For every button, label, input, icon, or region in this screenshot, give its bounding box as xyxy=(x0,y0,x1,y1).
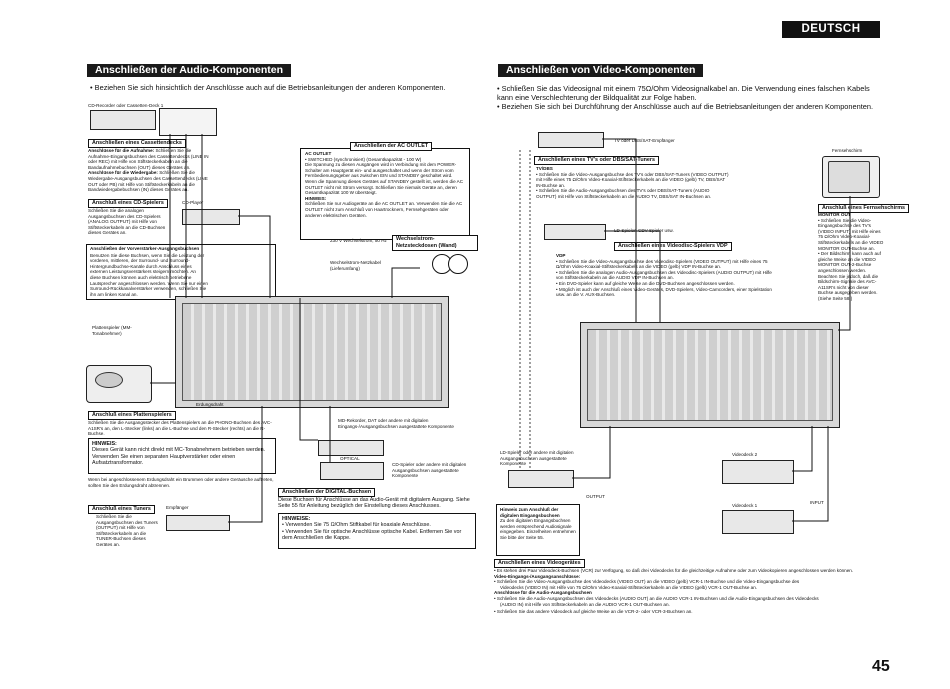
turntable-hinweis-box: HINWEIS: Dieses Gerät kann nicht direkt … xyxy=(88,438,276,474)
hum-text: Wenn bei angeschlossenem Erdungsdraht ei… xyxy=(88,477,274,488)
right-section-title: Anschließen von Video-Komponenten xyxy=(498,64,704,77)
ld-player-device xyxy=(544,224,606,240)
cd-device-caption: CD-Player xyxy=(182,200,204,205)
monitor-label: Anschluß eines Fernsehschirms xyxy=(818,204,909,213)
tv-text: TV/DBS • Schließen Sie die Video-Ausgang… xyxy=(536,166,729,199)
vdp-text: VDP • Schließen Sie die Video-Ausgangsbu… xyxy=(556,253,772,298)
digital-label: Anschließen der DIGITAL-Buchsen xyxy=(278,488,376,497)
monitor-text: MONITOR OUT • Schließen Sie die Video-Ei… xyxy=(818,212,884,301)
ac-outlet-label: Anschließen der AC OUTLET xyxy=(350,142,433,151)
vdp-label: Anschließen eines Videodisc-Spielers VDP xyxy=(614,242,732,251)
turntable-caption: Plattenspieler (MM-Tonabnehmer) xyxy=(92,325,132,336)
ac-outlet-box: AC OUTLET • SWITCHED (synchronisiert) (G… xyxy=(300,148,470,240)
ld-digital-device xyxy=(508,470,574,488)
vcr-input-label: INPUT xyxy=(810,500,824,505)
digital-hint-box: Hinweis zum Anschluß der digitalen Einga… xyxy=(496,504,580,556)
vcr-label: Anschließen eines Videogerätes xyxy=(494,559,585,568)
cassette-label: Anschließen eines Cassettendecks xyxy=(88,139,186,148)
cd-label: Anschluß eines CD-Spielers xyxy=(88,199,168,208)
cassette-text: Anschlüsse für die Aufnahme: Schließen S… xyxy=(88,148,209,193)
digital-hinweise-box: HINWEISE: • Verwenden Sie 75 Ω/Ohm Stift… xyxy=(278,513,476,549)
preamp-box: Anschließen der Vorverstärker-Ausgangsbu… xyxy=(86,244,276,300)
right-bullets: • Schließen Sie das Videosignal mit eine… xyxy=(497,84,874,111)
left-section-title: Anschließen der Audio-Komponenten xyxy=(87,64,292,77)
language-tab: DEUTSCH xyxy=(782,21,880,38)
turntable-label: Anschluß eines Plattenspielers xyxy=(88,411,176,420)
cd-text: Schließen Sie die analogen Ausgangsbuchs… xyxy=(88,208,166,236)
vcr2-caption: Videodeck 2 xyxy=(732,452,758,457)
tuner-device-caption: Empfänger xyxy=(166,505,189,510)
ground-caption: Erdungsdraht xyxy=(196,402,224,407)
cassette-deck-device xyxy=(90,110,156,130)
cd-player-device xyxy=(182,209,240,225)
turntable-text: Schließen Sie die Ausgangsstecker des Pl… xyxy=(88,420,272,437)
left-intro: • Beziehen Sie sich hinsichtlich der Ans… xyxy=(90,83,446,92)
cassette-device-caption: CD-Recorder oder Cassetten-Deck 1 xyxy=(88,103,164,108)
digital-cd-caption: CD-Spieler oder andere mit digitalen Aus… xyxy=(392,462,467,479)
tv-tuner-device xyxy=(538,132,604,148)
cassette-jack-panel xyxy=(159,108,217,136)
md-recorder-device xyxy=(318,440,384,456)
optical-jack-label: OPTICAL xyxy=(340,456,360,461)
digital-text: Diese Buchsen für Anschlüsse an das Audi… xyxy=(278,497,470,510)
tuner-text: Schließen Sie die Ausgangsbuchsen des Tu… xyxy=(96,514,158,547)
receiver-rear-panel xyxy=(175,296,449,408)
power-voltage: 230 V Wechselstrom, 50 Hz xyxy=(330,238,387,243)
monitor-device xyxy=(822,156,880,198)
ld-output-label: OUTPUT xyxy=(586,494,605,499)
vcr1-device xyxy=(722,510,794,534)
turntable-device xyxy=(86,365,152,403)
wall-outlet-label: Wechselstrom-Netzsteckdosen (Wand) xyxy=(392,235,478,251)
vcr2-device xyxy=(722,460,794,484)
monitor-device-caption: Fernsehschirm xyxy=(832,148,863,153)
power-cord-caption: Wechselstrom-Netzkabel (Lieferumfang) xyxy=(330,260,381,271)
tuner-label: Anschluß eines Tuners xyxy=(88,505,155,514)
ld-digital-caption: LD-Spieler oder andere mit digitalen Aus… xyxy=(500,450,574,467)
digital-cd-device xyxy=(320,462,384,480)
page-number: 45 xyxy=(872,658,890,675)
vcr-text: • Es stehen drei Paar Videodeck-Buchsen … xyxy=(494,568,854,615)
tuner-device xyxy=(166,515,230,531)
video-receiver-rear-panel xyxy=(580,322,840,428)
tv-label: Anschließen eines TV's oder DBS/SAT-Tune… xyxy=(534,156,660,165)
vcr1-caption: Videodeck 1 xyxy=(732,503,758,508)
wall-socket-icon xyxy=(448,254,468,274)
md-caption: MD-Rekorder, DAT oder andere mit digital… xyxy=(338,418,454,429)
tv-tuner-caption: TV oder DBS/SAT-Empfänger xyxy=(614,138,675,143)
